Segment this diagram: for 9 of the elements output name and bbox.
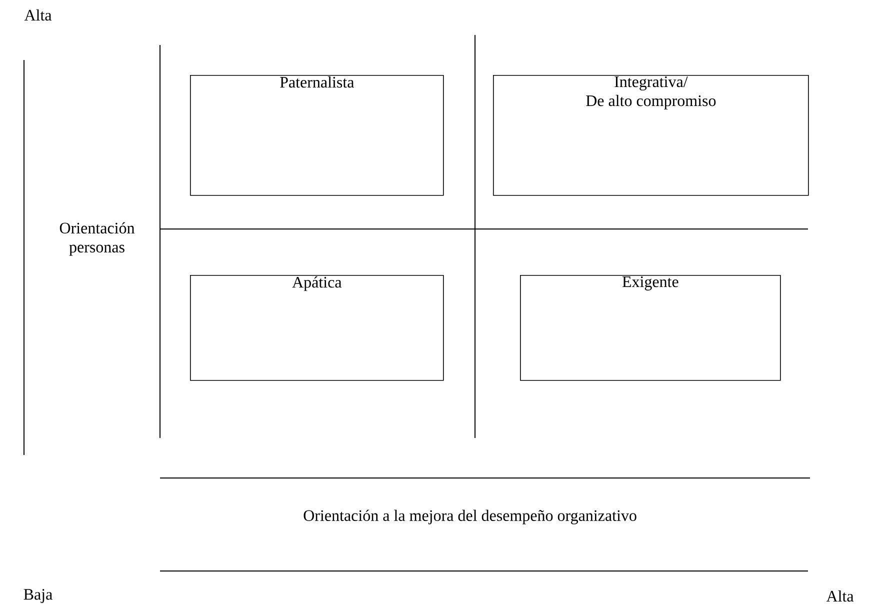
quadrant-box: Exigente (520, 275, 781, 381)
quadrant-box: Integrativa/ De alto compromiso (493, 75, 809, 196)
axis-label: Alta (24, 9, 52, 21)
axis-label: Orientación a la mejora del desempeño organizativo (304, 510, 636, 524)
axis-label: Orientación personas (60, 222, 135, 256)
axis-label: Alta (826, 590, 854, 602)
axis-label: Baja (24, 589, 52, 603)
quadrant-box: Apática (190, 275, 444, 381)
quadrant-box: Paternalista (190, 75, 444, 196)
